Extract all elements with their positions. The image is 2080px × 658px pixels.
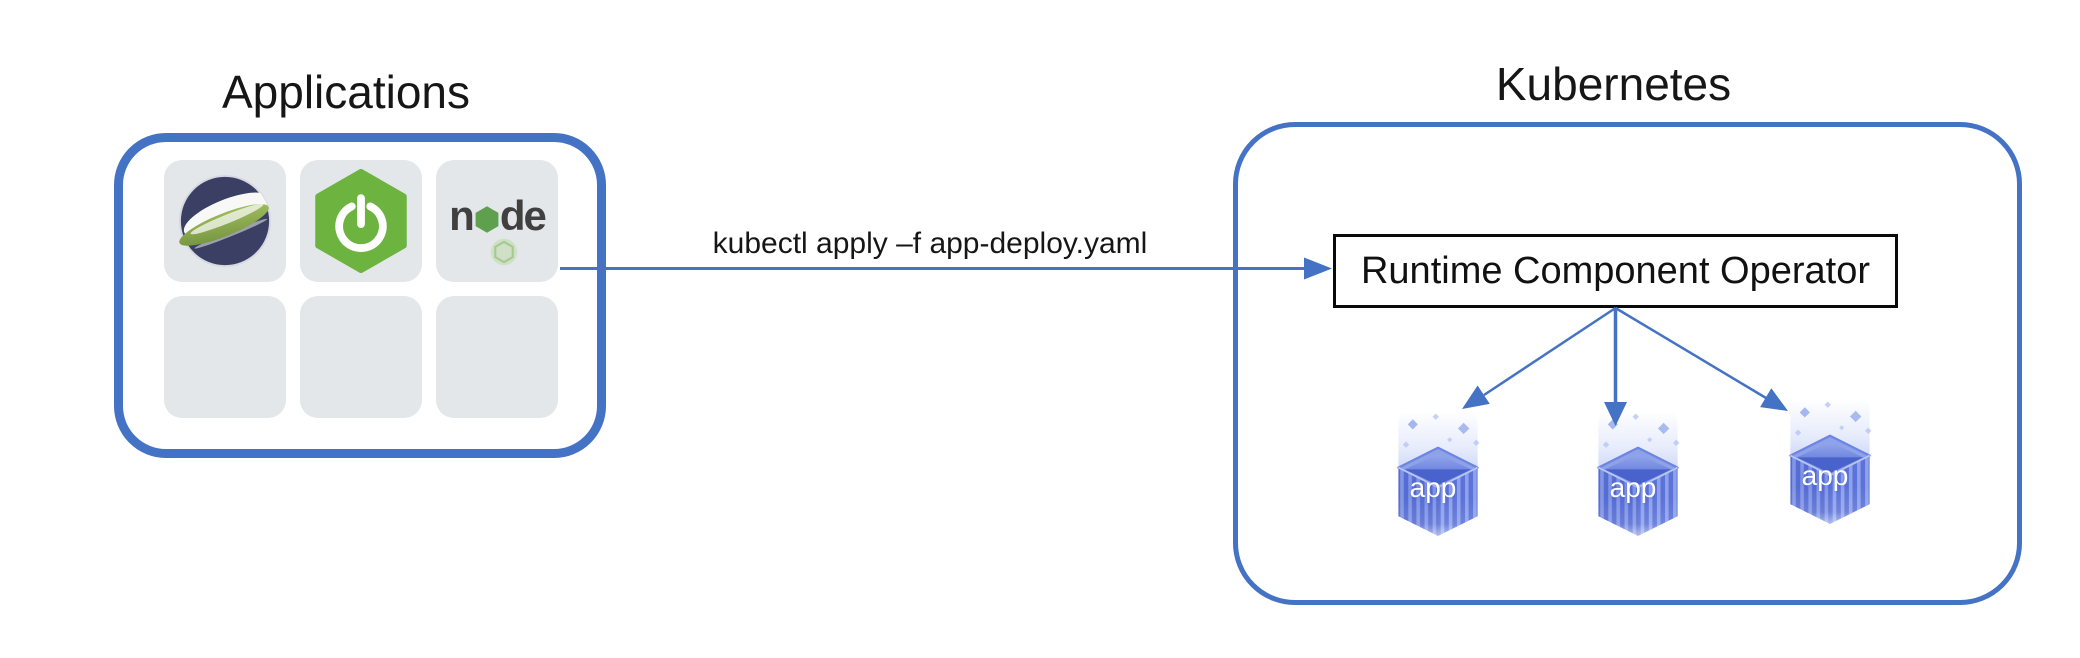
runtime-component-operator-box: Runtime Component Operator bbox=[1333, 234, 1898, 308]
nodejs-icon: n de bbox=[449, 192, 547, 266]
app-instance-1: app bbox=[1384, 410, 1492, 545]
spring-boot-icon bbox=[315, 169, 407, 273]
kubernetes-box: Runtime Component Operator app app app bbox=[1233, 122, 2022, 605]
applications-box: n de bbox=[114, 133, 606, 458]
app-instance-2: app bbox=[1584, 410, 1692, 545]
app-instance-3-label: app bbox=[1801, 460, 1849, 491]
tile-open-liberty bbox=[164, 160, 286, 282]
app-instance-3: app bbox=[1776, 398, 1884, 533]
tile-spring-boot bbox=[300, 160, 422, 282]
app-instance-1-label: app bbox=[1409, 472, 1457, 503]
tile-nodejs: n de bbox=[436, 160, 558, 282]
nodejs-js-badge-icon bbox=[490, 238, 518, 266]
nodejs-wordmark-left: n bbox=[449, 192, 475, 239]
nodejs-hexagon-icon bbox=[475, 205, 499, 233]
application-tile-grid: n de bbox=[164, 160, 558, 418]
kubectl-command-label: kubectl apply –f app-deploy.yaml bbox=[712, 227, 1148, 260]
open-liberty-icon bbox=[178, 174, 272, 268]
tile-empty-1 bbox=[164, 296, 286, 418]
app-instance-2-label: app bbox=[1609, 472, 1657, 503]
tile-empty-3 bbox=[436, 296, 558, 418]
applications-title: Applications bbox=[221, 66, 471, 118]
runtime-component-operator-label: Runtime Component Operator bbox=[1360, 249, 1871, 292]
nodejs-wordmark-right: de bbox=[499, 192, 547, 239]
tile-empty-2 bbox=[300, 296, 422, 418]
kubernetes-title: Kubernetes bbox=[1495, 58, 1732, 110]
